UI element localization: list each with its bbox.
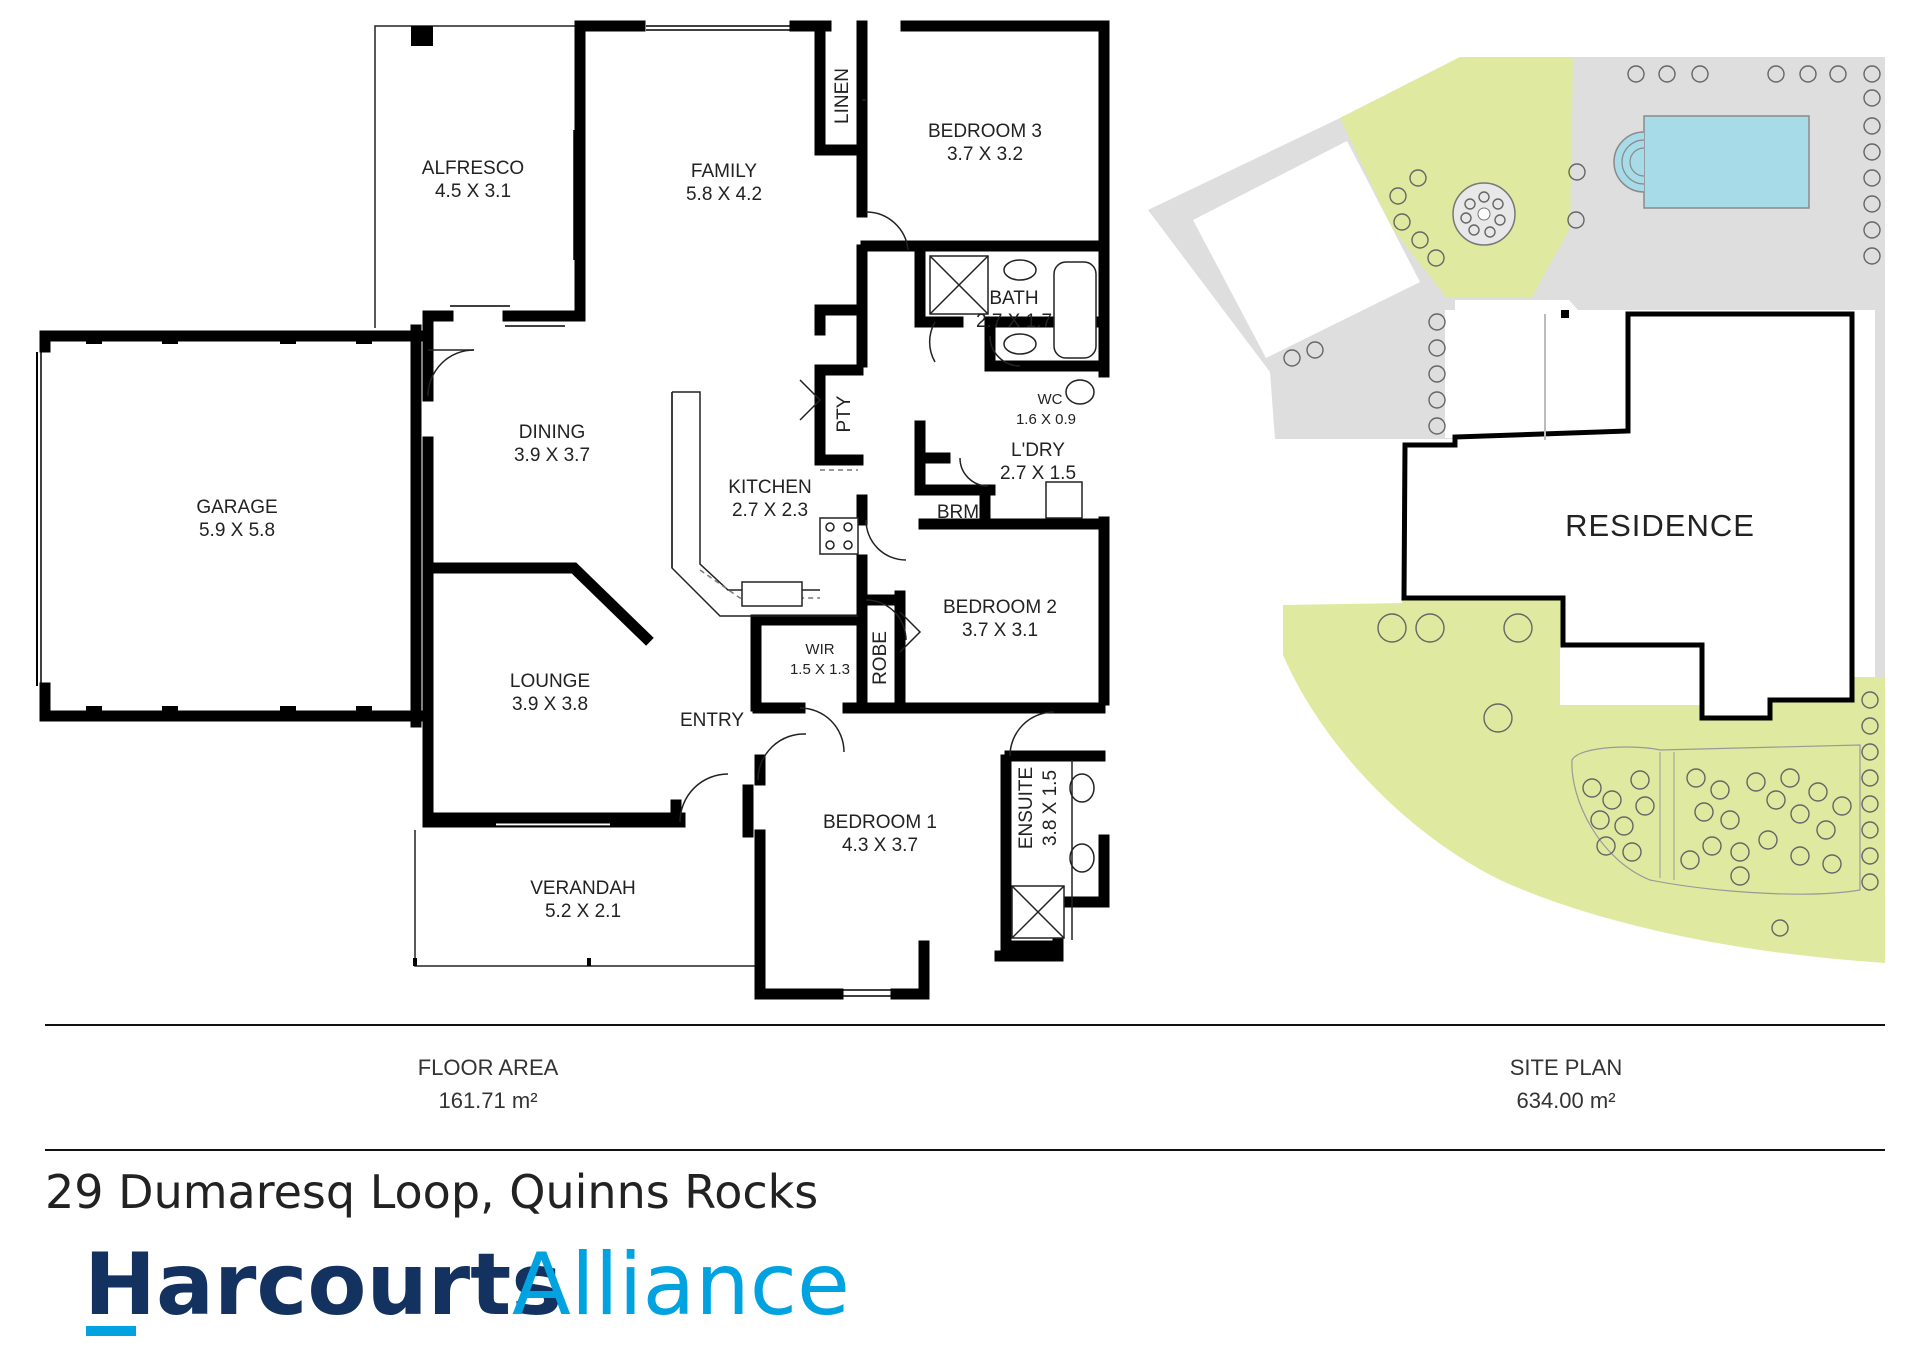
lower-lawn bbox=[1283, 598, 1885, 963]
laundry-name: L'DRY bbox=[1011, 440, 1065, 461]
ensuite-dims: 3.8 X 1.5 bbox=[1040, 770, 1061, 846]
alfresco-post bbox=[411, 26, 433, 46]
bedroom3-name: BEDROOM 3 bbox=[928, 121, 1042, 142]
alfresco-outline bbox=[374, 25, 580, 328]
garage-name: GARAGE bbox=[196, 497, 277, 518]
brand-logo: Harcourts Alliance bbox=[84, 1235, 850, 1336]
alfresco-name: ALFRESCO bbox=[422, 158, 524, 179]
floor-area-value: 161.71 m² bbox=[438, 1088, 537, 1113]
ensuite-toilet bbox=[1069, 843, 1095, 873]
bedroom1-dims: 4.3 X 3.7 bbox=[842, 835, 918, 856]
residence-label: RESIDENCE bbox=[1565, 508, 1755, 543]
bath-name: BATH bbox=[989, 288, 1038, 309]
site-shrubs bbox=[1283, 65, 1881, 937]
cooktop bbox=[819, 517, 859, 555]
garden-feature bbox=[1452, 182, 1516, 246]
pty-name: PTY bbox=[834, 395, 855, 432]
brand-name-light: Alliance bbox=[512, 1235, 850, 1335]
family-name: FAMILY bbox=[691, 161, 757, 182]
kitchen-dims: 2.7 X 2.3 bbox=[732, 500, 808, 521]
site-plan: RESIDENCE bbox=[1148, 57, 1885, 963]
lounge-name: LOUNGE bbox=[510, 671, 590, 692]
toilet bbox=[1065, 379, 1095, 405]
upper-lawn bbox=[1340, 57, 1573, 297]
verandah-dims: 5.2 X 2.1 bbox=[545, 901, 621, 922]
bedroom3-dims: 3.7 X 3.2 bbox=[947, 144, 1023, 165]
ensuite-name: ENSUITE bbox=[1016, 767, 1037, 849]
wc-dims: 1.6 X 0.9 bbox=[1016, 411, 1076, 428]
captions: FLOOR AREA 161.71 m² SITE PLAN 634.00 m²… bbox=[45, 1024, 1885, 1219]
verandah-name: VERANDAH bbox=[530, 878, 636, 899]
bathtub bbox=[1053, 261, 1097, 359]
lounge-dims: 3.9 X 3.8 bbox=[512, 694, 588, 715]
kitchen-sink bbox=[741, 581, 803, 607]
entry-name: ENTRY bbox=[680, 710, 744, 731]
alfresco-dims: 4.5 X 3.1 bbox=[435, 181, 511, 202]
ensuite-basin bbox=[1069, 773, 1095, 803]
laundry-dims: 2.7 X 1.5 bbox=[1000, 463, 1076, 484]
floor-area-label: FLOOR AREA bbox=[418, 1055, 559, 1080]
robe-name: ROBE bbox=[870, 631, 891, 685]
family-dims: 5.8 X 4.2 bbox=[686, 184, 762, 205]
laundry-trough bbox=[1045, 481, 1083, 519]
site-slab bbox=[1193, 141, 1420, 358]
site-plan-label: SITE PLAN bbox=[1510, 1055, 1622, 1080]
bedroom1-name: BEDROOM 1 bbox=[823, 812, 937, 833]
wir-name: WIR bbox=[805, 641, 834, 658]
bedroom2-name: BEDROOM 2 bbox=[943, 597, 1057, 618]
bath-basin bbox=[1003, 259, 1037, 281]
residence: RESIDENCE bbox=[1401, 310, 1855, 721]
bedroom2-dims: 3.7 X 3.1 bbox=[962, 620, 1038, 641]
dining-dims: 3.9 X 3.7 bbox=[514, 445, 590, 466]
swimming-pool bbox=[1613, 115, 1810, 209]
garage-dims: 5.9 X 5.8 bbox=[199, 520, 275, 541]
site-plan-value: 634.00 m² bbox=[1516, 1088, 1615, 1113]
brm-name: BRM bbox=[937, 502, 979, 523]
house-floor-plan bbox=[36, 20, 1110, 1000]
bath-dims: 2.7 X 1.7 bbox=[976, 311, 1052, 332]
kitchen-name: KITCHEN bbox=[728, 477, 811, 498]
property-address: 29 Dumaresq Loop, Quinns Rocks bbox=[45, 1165, 818, 1219]
room-labels: ALFRESCO 4.5 X 3.1 FAMILY 5.8 X 4.2 BEDR… bbox=[196, 68, 1076, 922]
wc-name: WC bbox=[1038, 391, 1063, 408]
brand-underline bbox=[86, 1326, 136, 1336]
linen-name: LINEN bbox=[832, 68, 853, 124]
dining-name: DINING bbox=[519, 422, 586, 443]
brand-name-bold: Harcourts bbox=[84, 1235, 562, 1335]
wir-dims: 1.5 X 1.3 bbox=[790, 661, 850, 678]
